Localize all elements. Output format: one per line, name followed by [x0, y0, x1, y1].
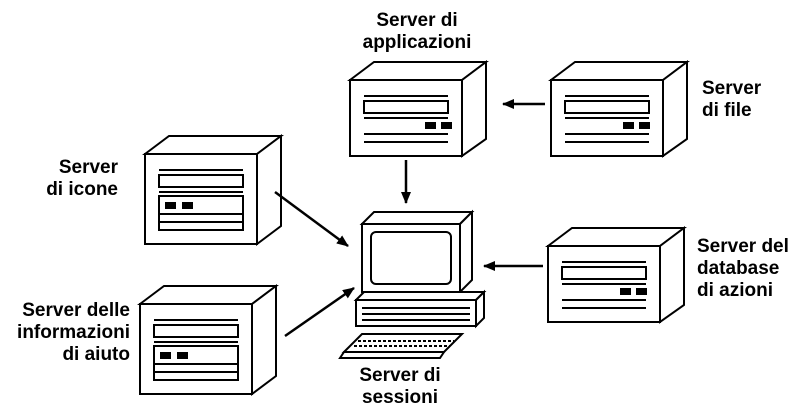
arrow-icon-to-session — [274, 190, 349, 248]
help-server-icon — [137, 284, 279, 396]
session-workstation-icon — [338, 209, 487, 359]
app-server-icon — [347, 60, 489, 158]
action-db-server-icon — [545, 226, 687, 324]
icon-server-icon — [142, 134, 284, 246]
file-server-icon — [548, 60, 690, 158]
arrow-help-to-session — [284, 286, 355, 338]
